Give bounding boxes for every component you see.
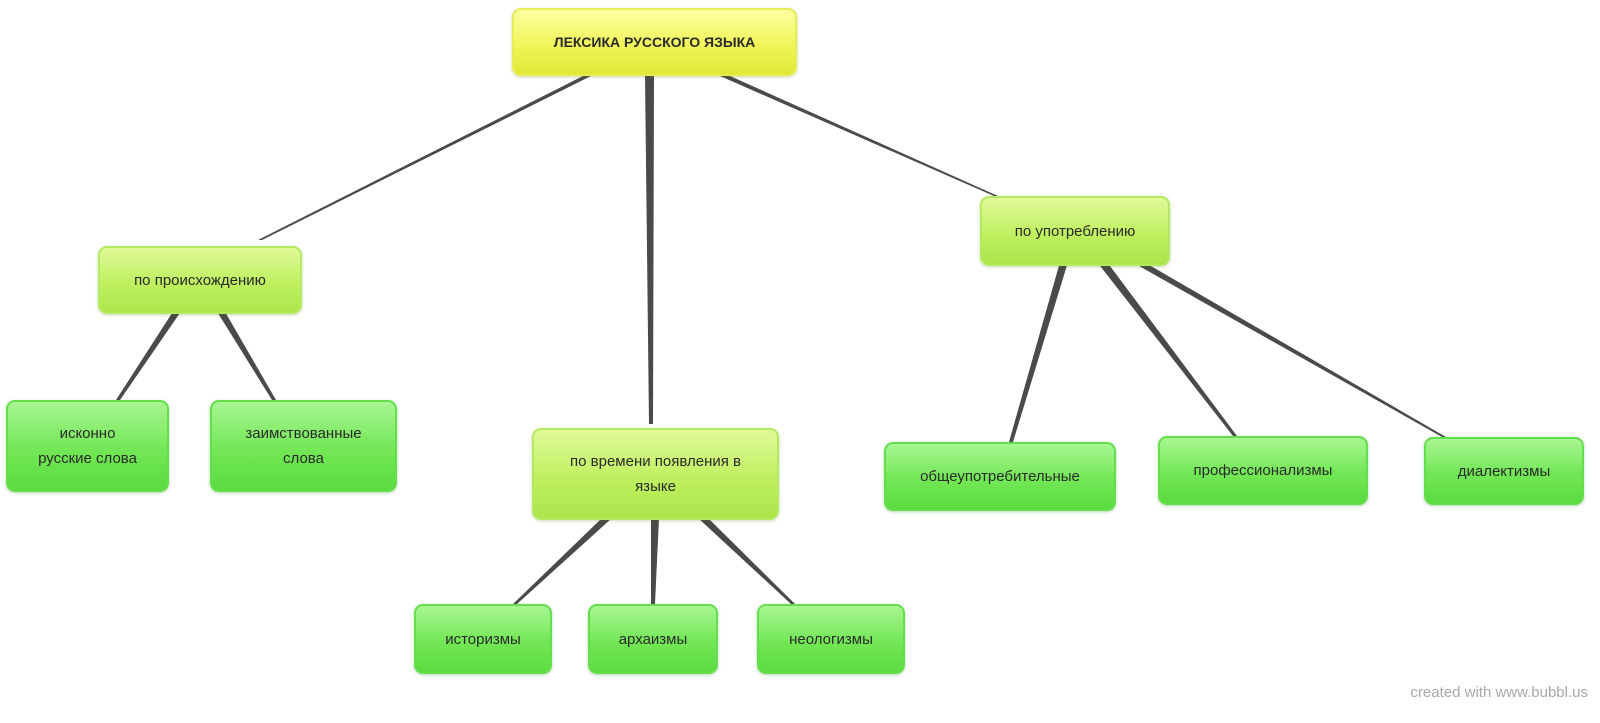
connector-time-neologisms xyxy=(698,518,795,604)
leaf-label-borrowed-line-1: заимствованные xyxy=(245,425,362,442)
leaf-label-neologisms: неологизмы xyxy=(789,630,873,648)
leaf-node-borrowed[interactable]: заимствованные слова xyxy=(210,400,397,492)
leaf-label-archaisms: архаизмы xyxy=(618,630,688,648)
root-node[interactable]: ЛЕКСИКА РУССКОГО ЯЗЫКА xyxy=(512,8,797,76)
leaf-node-historisms[interactable]: историзмы xyxy=(414,604,552,674)
leaf-label-historisms: историзмы xyxy=(445,630,521,648)
leaf-node-neologisms[interactable]: неологизмы xyxy=(757,604,905,674)
leaf-label-dialectisms: диалектизмы xyxy=(1457,462,1551,480)
category-label-origin: по происхождению xyxy=(134,271,266,289)
category-node-usage[interactable]: по употреблению xyxy=(980,196,1170,266)
connector-origin-native xyxy=(116,310,182,400)
category-node-time[interactable]: по времени появления в языке xyxy=(532,428,779,520)
connector-usage-professionalisms xyxy=(1097,262,1237,436)
leaf-node-archaisms[interactable]: архаизмы xyxy=(588,604,718,674)
connector-time-archaisms xyxy=(651,518,659,604)
leaf-node-native[interactable]: исконно русские слова xyxy=(6,400,169,492)
leaf-label-professionalisms: профессионализмы xyxy=(1193,462,1333,479)
root-label: ЛЕКСИКА РУССКОГО ЯЗЫКА xyxy=(553,33,756,50)
leaf-label-native-line-1: исконно xyxy=(59,425,116,442)
connector-usage-dialectisms xyxy=(1132,262,1446,437)
bubbl-watermark: created with www.bubbl.us xyxy=(1410,684,1588,701)
category-label-usage: по употреблению xyxy=(1014,222,1136,240)
leaf-node-dialectisms[interactable]: диалектизмы xyxy=(1424,437,1584,505)
leaf-node-common[interactable]: общеупотребительные xyxy=(884,442,1116,511)
connector-root-time xyxy=(645,76,654,424)
connector-usage-common xyxy=(1009,262,1068,442)
leaf-label-borrowed-line-2: слова xyxy=(283,450,324,467)
connector-time-historisms xyxy=(513,518,612,604)
leaf-node-professionalisms[interactable]: профессионализмы xyxy=(1158,436,1368,505)
connector-root-origin xyxy=(258,76,591,240)
connector-origin-borrowed xyxy=(216,310,276,400)
category-label-time-line-1: по времени появления в xyxy=(570,453,741,470)
leaf-label-native-line-2: русские слова xyxy=(38,450,137,467)
category-label-time-line-2: языке xyxy=(635,478,676,495)
leaf-label-common: общеупотребительные xyxy=(920,468,1080,485)
category-node-origin[interactable]: по происхождению xyxy=(98,246,302,314)
connector-root-usage xyxy=(720,76,998,196)
